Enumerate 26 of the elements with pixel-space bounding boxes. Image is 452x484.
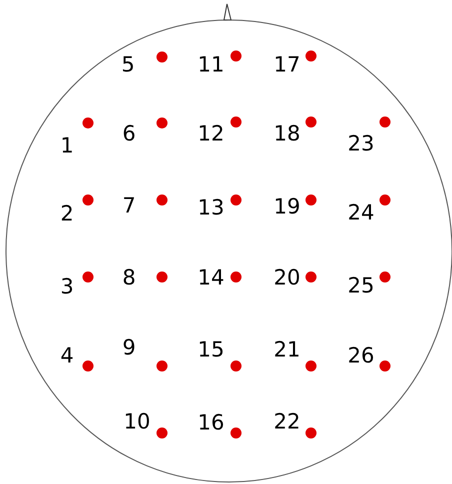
electrode-number: 26 [348, 346, 374, 366]
electrode-number: 17 [274, 54, 300, 76]
electrode-number: 9 [122, 338, 136, 358]
electrode-number: 5 [121, 54, 135, 76]
electrode-number: 7 [122, 196, 136, 216]
electrode-number: 1 [60, 136, 74, 156]
electrode-number: 22 [274, 412, 300, 432]
electrode-number: 2 [60, 204, 74, 224]
electrode-number: 6 [122, 124, 136, 144]
electrode-number: 24 [348, 202, 374, 224]
electrode-number: 16 [198, 412, 224, 434]
electrode-number: 11 [198, 54, 224, 76]
electrode-number: 19 [274, 196, 300, 218]
electrode-number: 25 [348, 276, 374, 296]
electrode-number: 15 [198, 340, 224, 360]
electrode-number: 8 [122, 268, 136, 288]
electrode-number: 18 [274, 124, 300, 144]
electrode-number: 14 [198, 268, 224, 288]
electrode-number: 4 [60, 346, 74, 366]
electrode-number: 13 [198, 198, 224, 218]
electrode-number: 23 [348, 134, 374, 154]
electrode-number: 12 [198, 124, 224, 144]
electrode-number: 3 [60, 276, 74, 298]
electrode-number: 10 [124, 412, 150, 432]
electrode-number: 21 [274, 340, 300, 360]
electrode-number: 20 [274, 268, 300, 288]
